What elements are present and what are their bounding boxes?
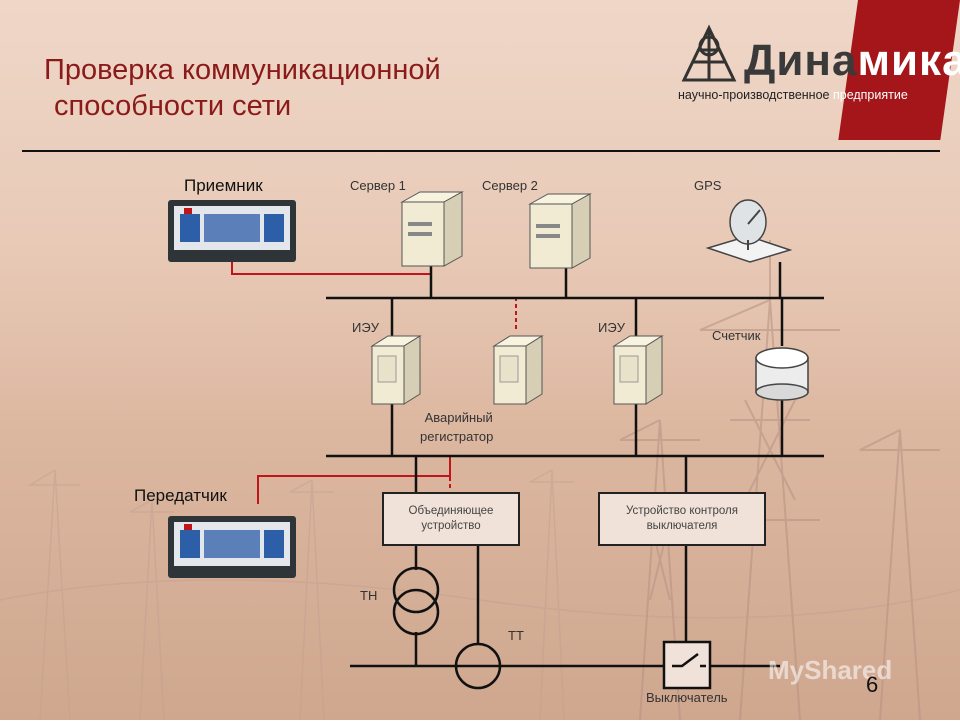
ied-right-icon [612, 335, 664, 405]
watermark: MyShared [768, 655, 893, 685]
title-divider [22, 150, 940, 152]
logo-subtitle-dark: научно-производственное [678, 88, 833, 102]
ied-left-icon [370, 335, 422, 405]
ied-right-label: ИЭУ [598, 320, 625, 335]
receiver-link [231, 262, 432, 298]
logo-subtitle-light: предприятие [832, 88, 908, 102]
logo-wordmark-light: мика [857, 36, 960, 85]
gps-label: GPS [694, 178, 722, 193]
emergency-recorder-label: Аварийный регистратор [420, 408, 493, 446]
server-2-label: Сервер 2 [482, 178, 538, 193]
slide-title: Проверка коммуникационной способности се… [44, 52, 441, 124]
breaker-icon [662, 640, 712, 690]
voltage-transformer-label: ТН [360, 588, 378, 603]
server-2-icon [528, 193, 592, 269]
merging-unit-label-line-2: устройство [421, 520, 481, 532]
ied-left-label: ИЭУ [352, 320, 379, 335]
emergency-recorder-label-line-1: Аварийный [424, 410, 493, 425]
current-transformer-label: ТТ [508, 628, 524, 643]
server-1-icon [400, 191, 464, 267]
slide-title-line-1: Проверка коммуникационной [44, 54, 441, 86]
emergency-recorder-icon [492, 335, 544, 405]
transmitter-label: Передатчик [134, 486, 227, 505]
page-number: 6 [866, 672, 879, 697]
receiver-label: Приемник [184, 176, 263, 195]
gps-antenna-icon [705, 199, 793, 263]
meter-label: Счетчик [712, 328, 761, 343]
server-to-ied-link [431, 297, 517, 330]
breaker-control-box: Устройство контроля выключателя [598, 492, 766, 546]
logo-subtitle: научно-производственное предприятие [678, 88, 908, 102]
emergency-recorder-label-line-2: регистратор [420, 429, 494, 444]
merging-unit-label-line-1: Объединяющее [408, 505, 494, 517]
slide-title-line-2: способности сети [54, 90, 292, 122]
logo-wordmark-dark: Дина [744, 36, 858, 85]
meter-icon [755, 347, 809, 401]
breaker-control-label-line-2: выключателя [646, 520, 718, 532]
transmitter-device-icon [168, 516, 296, 578]
receiver-device-icon [168, 200, 296, 262]
logo-wordmark: Динамика [744, 36, 960, 86]
server-1-label: Сервер 1 [350, 178, 406, 193]
voltage-transformer-icon [392, 566, 440, 636]
company-logo: Динамика научно-производственное предпри… [678, 22, 960, 142]
current-transformer-icon [454, 642, 502, 690]
breaker-control-label-line-1: Устройство контроля [625, 505, 738, 517]
merging-unit-box: Объединяющее устройство [382, 492, 520, 546]
breaker-label: Выключатель [646, 690, 728, 705]
logo-tower-icon [681, 24, 737, 82]
